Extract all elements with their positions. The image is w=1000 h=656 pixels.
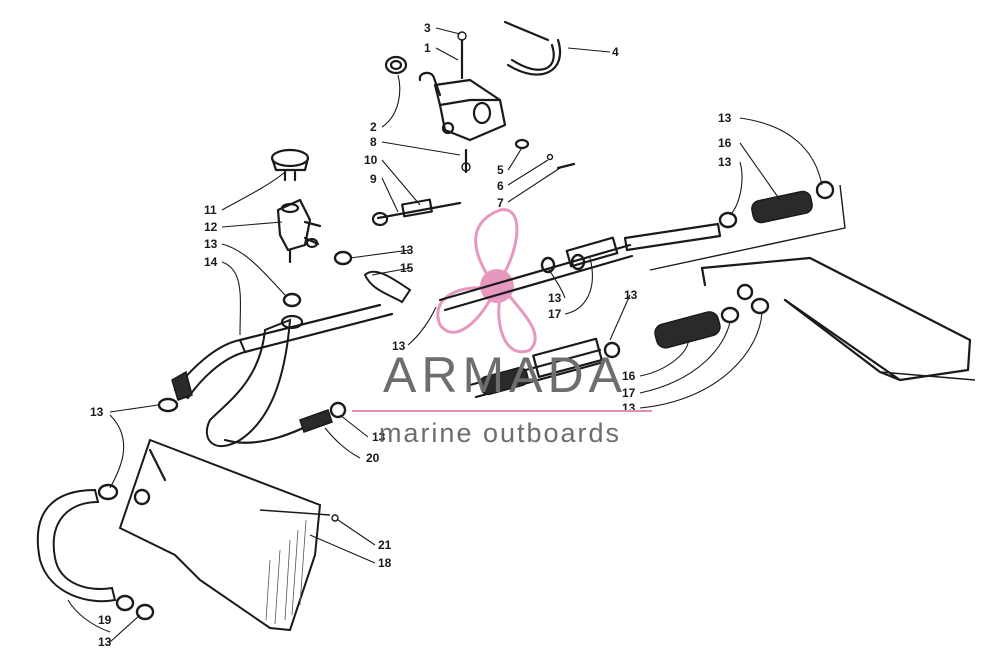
lower-hose-19 [36, 397, 179, 621]
filler-neck-and-cap [270, 148, 322, 264]
callout-13: 13 [372, 430, 386, 444]
callout-13: 13 [548, 291, 562, 305]
hose-section-15 [333, 250, 412, 304]
callout-13: 13 [392, 339, 406, 353]
armada-watermark-rule [352, 410, 652, 412]
callout-2: 2 [370, 120, 377, 134]
heat-exchanger-tunnel [700, 256, 976, 382]
leader-lines [67, 27, 823, 643]
callout-13: 13 [204, 237, 218, 251]
callout-6: 6 [497, 179, 504, 193]
bent-hose-20 [171, 292, 394, 447]
armada-watermark-subtitle: marine outboards [378, 418, 622, 448]
callout-7: 7 [497, 196, 504, 210]
callout-21: 21 [378, 538, 392, 552]
callout-18: 18 [378, 556, 392, 570]
callout-13: 13 [90, 405, 104, 419]
callout-17: 17 [548, 307, 562, 321]
lower-coolant-tube [468, 283, 770, 399]
callout-labels: 3 1 4 2 8 10 9 5 6 7 11 12 13 14 13 15 1… [90, 21, 732, 649]
callout-10: 10 [364, 153, 378, 167]
vent-hose [503, 20, 561, 76]
callout-13: 13 [718, 155, 732, 169]
callout-4: 4 [612, 45, 619, 59]
washer-and-screw [514, 138, 576, 170]
callout-16: 16 [622, 369, 636, 383]
callout-13: 13 [400, 243, 414, 257]
callout-8: 8 [370, 135, 377, 149]
callout-12: 12 [204, 220, 218, 234]
callout-9: 9 [370, 172, 377, 186]
callout-17: 17 [622, 386, 636, 400]
armada-propeller-logo [436, 208, 537, 354]
callout-13: 13 [622, 401, 636, 415]
coolant-reservoir-bracket [384, 31, 507, 142]
callout-13: 13 [718, 111, 732, 125]
upper-coolant-tube [438, 180, 846, 312]
callout-3: 3 [424, 21, 431, 35]
callout-19: 19 [98, 613, 112, 627]
fitting-and-valve [371, 148, 471, 227]
callout-11: 11 [204, 203, 217, 217]
callout-13: 13 [624, 288, 638, 302]
armada-watermark-title: ARMADA [383, 347, 627, 403]
callout-20: 20 [366, 451, 380, 465]
callout-5: 5 [497, 163, 504, 177]
callout-16: 16 [718, 136, 732, 150]
callout-13: 13 [98, 635, 112, 649]
radiator-core [118, 438, 339, 632]
callout-15: 15 [400, 261, 414, 275]
callout-1: 1 [424, 41, 431, 55]
callout-14: 14 [204, 255, 218, 269]
